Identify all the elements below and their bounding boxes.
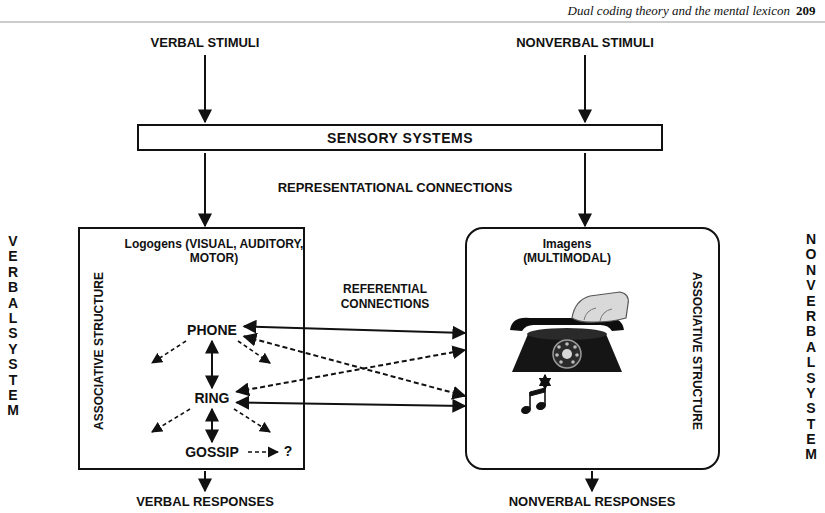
logogen-word: RING bbox=[192, 389, 233, 407]
connection-label: REPRESENTATIONAL CONNECTIONS bbox=[278, 180, 513, 195]
box-heading: Logogens (VISUAL, AUDITORY, MOTOR) bbox=[124, 237, 304, 265]
header-rule bbox=[0, 22, 825, 23]
response-label: VERBAL RESPONSES bbox=[136, 494, 274, 509]
connector bbox=[204, 153, 206, 226]
page-number: 209 bbox=[796, 3, 816, 19]
response-arrow bbox=[204, 471, 206, 491]
connector bbox=[211, 341, 213, 388]
associative-arrow bbox=[238, 341, 270, 363]
stimulus-arrow bbox=[204, 55, 206, 122]
stimulus-label: VERBAL STIMULI bbox=[151, 35, 260, 50]
verbal-system-box: Logogens (VISUAL, AUDITORY, MOTOR) ASSOCI… bbox=[78, 227, 305, 470]
logogen-word: GOSSIP bbox=[182, 443, 242, 461]
associative-arrow bbox=[544, 375, 546, 389]
music-note-symbol bbox=[521, 388, 547, 415]
word-text: PHONE bbox=[187, 322, 237, 338]
stimulus-arrow bbox=[584, 55, 586, 122]
connector bbox=[237, 403, 466, 407]
word-text: RING bbox=[195, 390, 230, 406]
rotated-label: ASSOCIATIVE STRUCTURE bbox=[92, 272, 106, 430]
rotated-label: ASSOCIATIVE STRUCTURE bbox=[690, 272, 704, 430]
running-header: Dual coding theory and the mental lexico… bbox=[568, 3, 790, 19]
associative-arrow bbox=[248, 451, 278, 453]
logogen-word: PHONE bbox=[184, 321, 240, 339]
system-label: NONVERBAL SYSTEM bbox=[804, 232, 818, 463]
associative-arrow bbox=[152, 341, 186, 363]
word-text: GOSSIP bbox=[185, 444, 239, 460]
telephone-picture bbox=[510, 292, 628, 372]
box-title: SENSORY SYSTEMS bbox=[327, 130, 473, 146]
nonverbal-system-box: Imagens (MULTIMODAL) ASSOCIATIVE STRUCTUR… bbox=[465, 227, 720, 470]
box-heading: Imagens (MULTIMODAL) bbox=[507, 237, 627, 265]
connection-label: REFERENTIAL CONNECTIONS bbox=[329, 282, 441, 312]
connector bbox=[584, 153, 586, 226]
stimulus-label: NONVERBAL STIMULI bbox=[516, 35, 654, 50]
system-label: VERBAL SYSTEM bbox=[6, 234, 20, 419]
dashed-connector bbox=[237, 350, 466, 392]
connector bbox=[244, 326, 465, 333]
response-label: NONVERBAL RESPONSES bbox=[509, 494, 676, 509]
sensory-box: SENSORY SYSTEMS bbox=[137, 124, 663, 151]
dashed-connector bbox=[244, 336, 465, 396]
unknown-mark: ? bbox=[284, 443, 293, 459]
response-arrow bbox=[591, 471, 593, 491]
connector bbox=[211, 409, 213, 442]
associative-arrow bbox=[234, 409, 270, 432]
associative-arrow bbox=[152, 409, 190, 432]
